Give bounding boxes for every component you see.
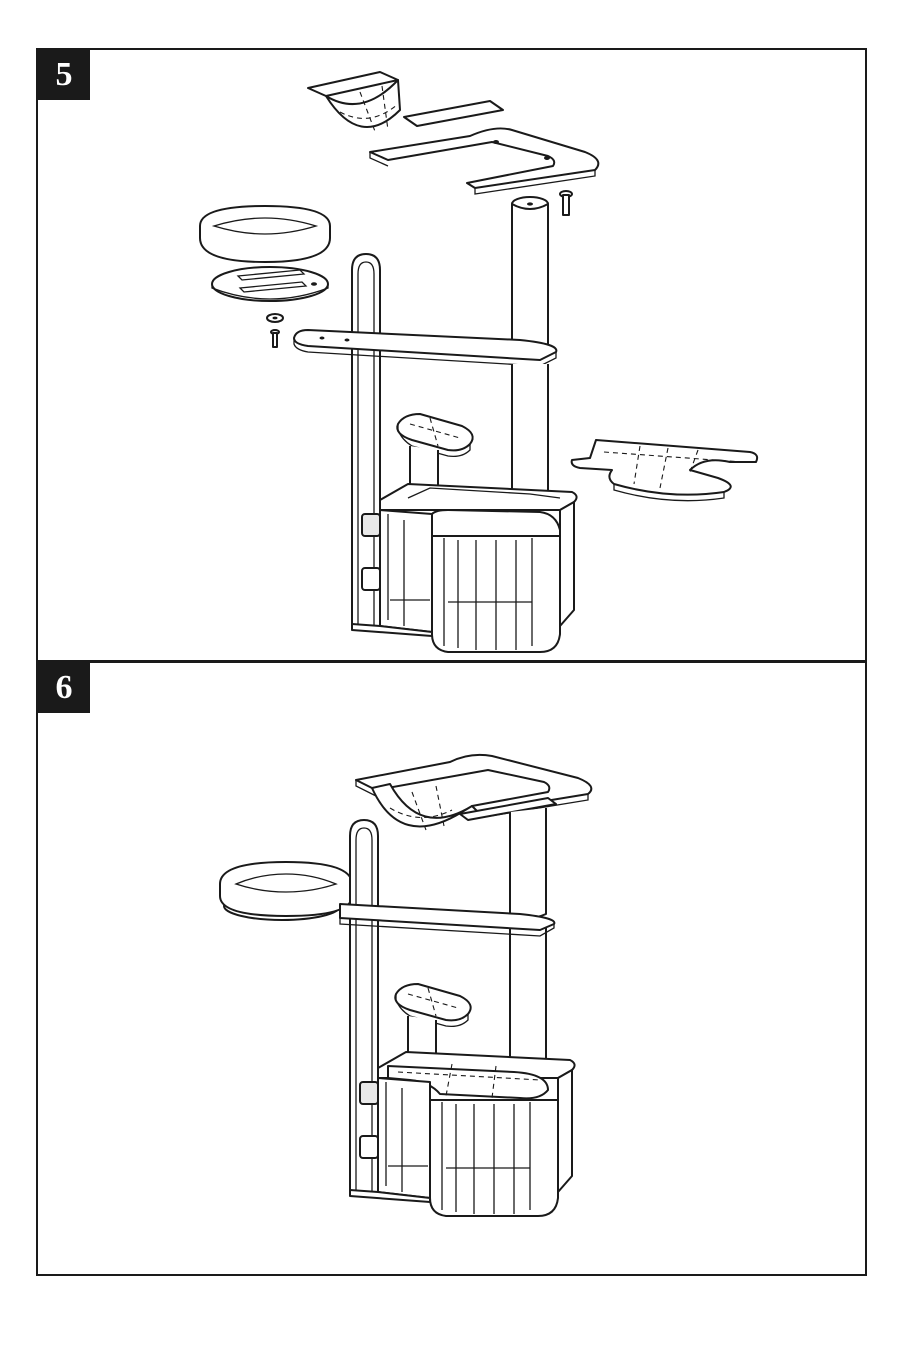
washer-and-screw (267, 314, 283, 347)
top-u-board (370, 128, 598, 194)
lower-post (512, 364, 548, 508)
hammock-part (308, 72, 503, 134)
assembled-bed (220, 862, 352, 920)
side-platform (572, 440, 757, 501)
bed-cushion (200, 206, 330, 262)
assembled-top-board (356, 755, 591, 830)
step-5-illustration (200, 72, 757, 652)
assembled-base-box (350, 1052, 575, 1216)
bed-base-plate (212, 267, 328, 301)
step-6-illustration (220, 755, 591, 1216)
main-post (512, 197, 548, 354)
base-box (352, 484, 577, 652)
assembled-main-post (510, 808, 546, 1076)
bolt (560, 191, 572, 215)
